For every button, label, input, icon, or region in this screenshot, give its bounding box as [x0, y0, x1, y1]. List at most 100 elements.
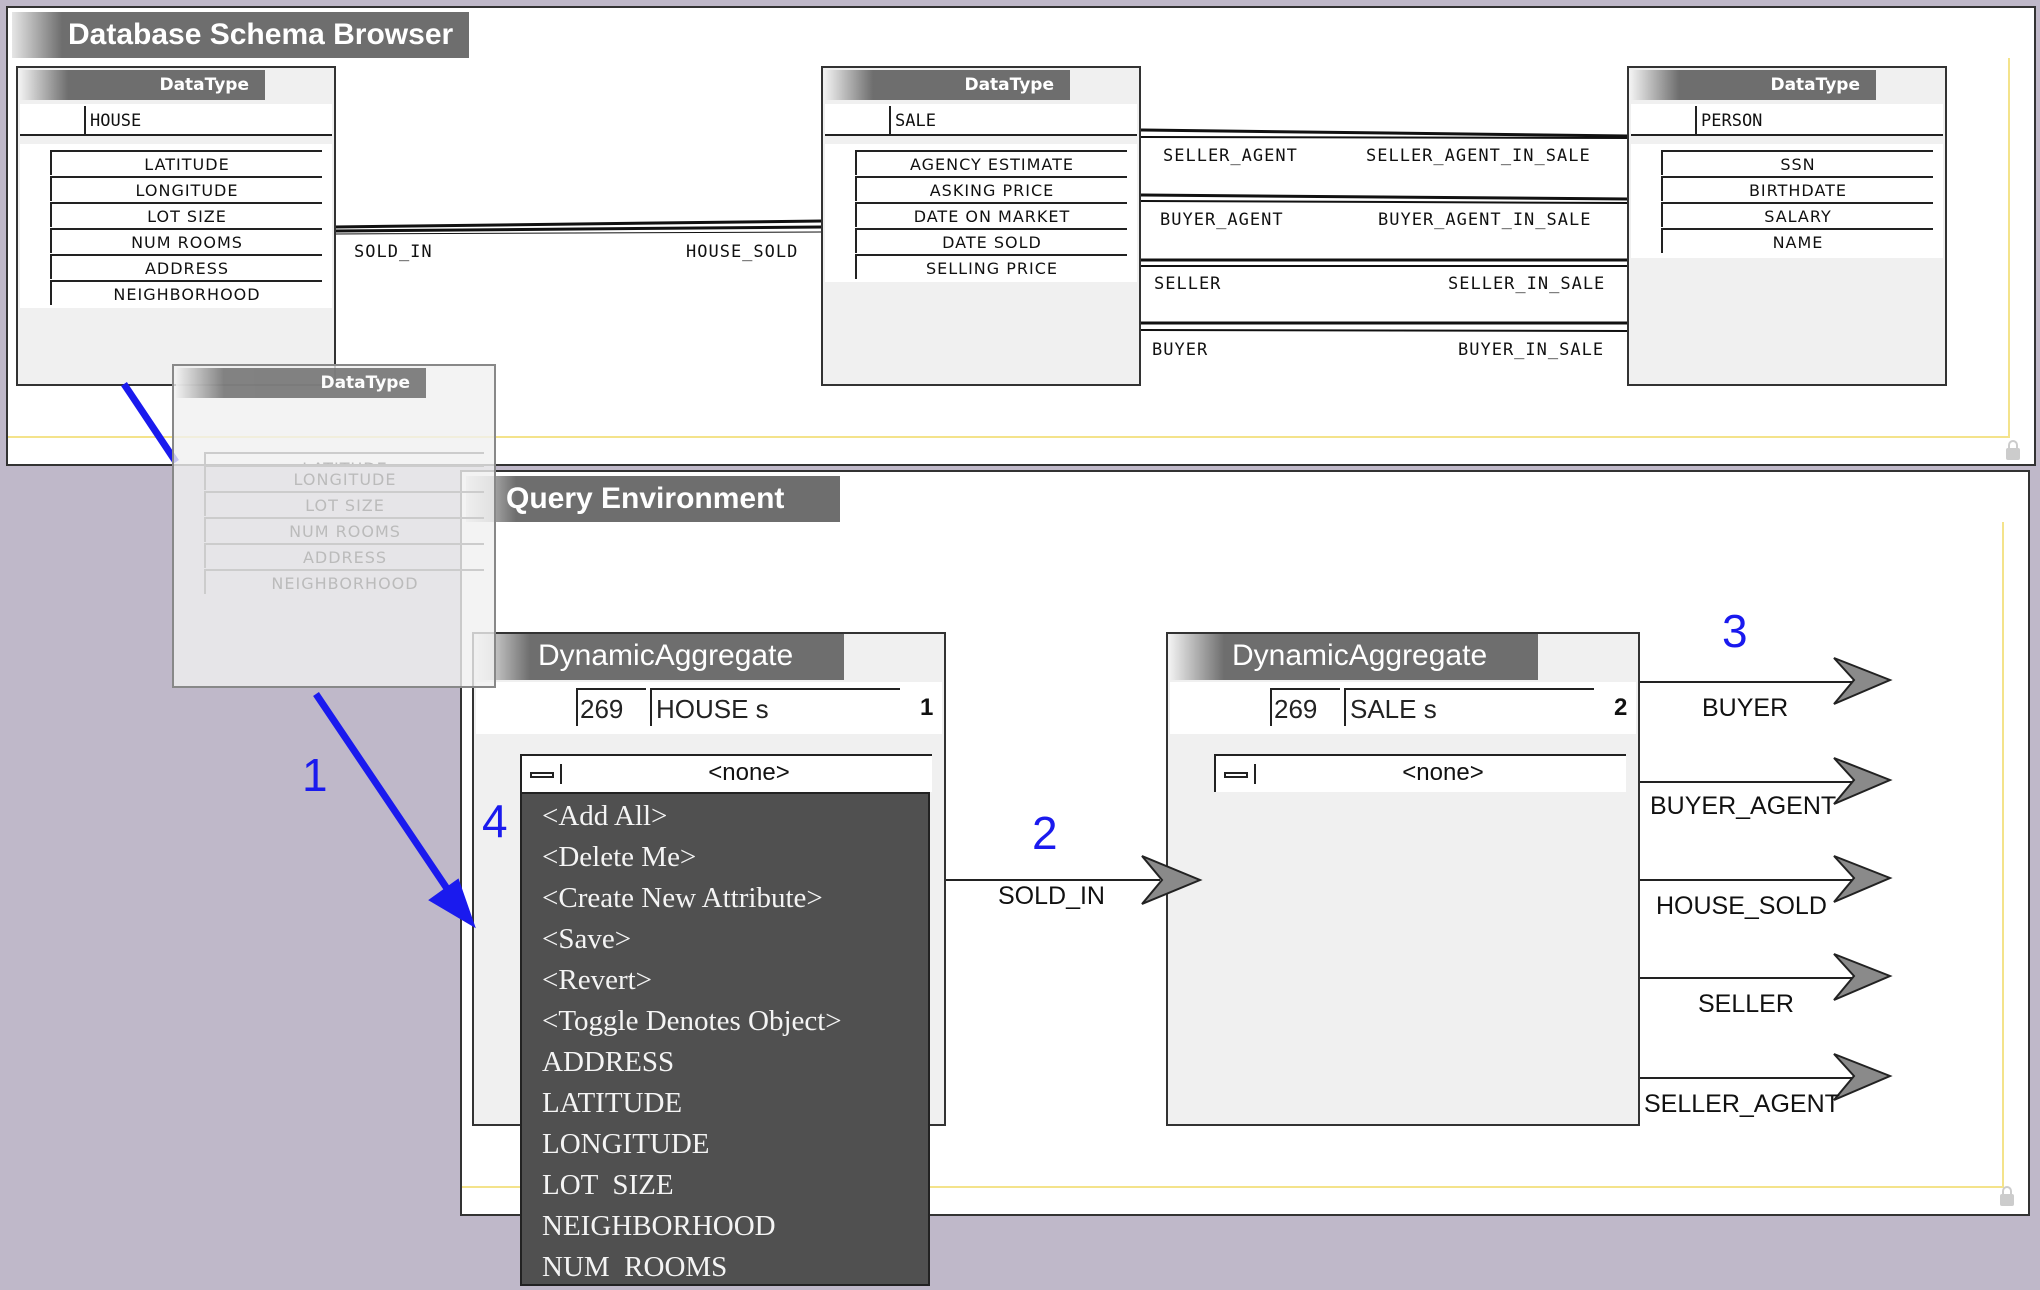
output-label-buyer-agent[interactable]: BUYER_AGENT [1650, 792, 1837, 820]
relation-line-sold-in [333, 231, 823, 235]
attribute-date-on-market[interactable]: DATE ON MARKET [855, 202, 1127, 227]
aggregate-number: 2 [1614, 694, 1628, 721]
relation-line-seller-agent [1139, 128, 1629, 138]
relation-line-buyer-agent [1139, 193, 1629, 201]
relation-label-seller: SELLER [1154, 274, 1222, 294]
relation-line-buyer-agent [1139, 200, 1629, 204]
relation-label-buyer-agent-in-sale: BUYER_AGENT_IN_SALE [1378, 210, 1592, 230]
relation-label-house-sold: HOUSE_SOLD [686, 242, 799, 262]
selector-menu-button[interactable] [526, 764, 562, 784]
menu-item-toggle-denotes-object[interactable]: <Toggle Denotes Object> [542, 1005, 842, 1037]
datatype-name[interactable]: SALE [889, 106, 1127, 134]
lock-icon[interactable] [2006, 440, 2020, 460]
menu-item-longitude[interactable]: LONGITUDE [542, 1128, 710, 1160]
relation-label-seller-agent-in-sale: SELLER_AGENT_IN_SALE [1366, 146, 1591, 166]
menu-item-delete-me[interactable]: <Delete Me> [542, 841, 697, 873]
menu-item-lot-size[interactable]: LOT SIZE [542, 1169, 674, 1201]
relation-label-buyer-in-sale: BUYER_IN_SALE [1458, 340, 1605, 360]
drag-arrowhead [428, 878, 476, 929]
menu-item-latitude[interactable]: LATITUDE [542, 1087, 683, 1119]
output-arrow-buyer-agent-head [1833, 757, 1893, 805]
menu-item-save[interactable]: <Save> [542, 923, 632, 955]
attribute-latitude: LATITUDE [204, 452, 484, 464]
drag-arrow-line [121, 382, 179, 464]
attribute-num-rooms[interactable]: NUM ROOMS [50, 228, 322, 253]
dynamic-aggregate-sale[interactable]: DynamicAggregate 269 SALE s 2 <none> [1166, 632, 1640, 1126]
output-label-seller[interactable]: SELLER [1698, 990, 1794, 1018]
menu-item-num-rooms[interactable]: NUM ROOMS [542, 1251, 728, 1283]
datatype-name-row: SALE [825, 104, 1137, 136]
attribute-num-rooms: NUM ROOMS [204, 517, 484, 542]
panel-guide-line [8, 436, 2010, 438]
datatype-header: DataType [1631, 70, 1876, 100]
datatype-person[interactable]: DataType PERSON SSN BIRTHDATE SALARY NAM… [1627, 66, 1947, 386]
attribute-list: SSN BIRTHDATE SALARY NAME [1631, 144, 1943, 258]
menu-item-revert[interactable]: <Revert> [542, 964, 653, 996]
panel-guide-line [2008, 58, 2010, 438]
attribute-dropdown-menu[interactable]: <Add All> <Delete Me> <Create New Attrib… [520, 792, 930, 1286]
attribute-address[interactable]: ADDRESS [50, 254, 322, 279]
attribute-neighborhood[interactable]: NEIGHBORHOOD [50, 280, 322, 305]
datatype-name-row: HOUSE [20, 104, 332, 136]
aggregate-count: 269 [1270, 688, 1340, 726]
attribute-neighborhood: NEIGHBORHOOD [204, 569, 484, 594]
datatype-house[interactable]: DataType HOUSE LATITUDE LONGITUDE LOT SI… [16, 66, 336, 386]
output-label-house-sold[interactable]: HOUSE_SOLD [1656, 892, 1827, 920]
relation-line-seller-agent [1139, 136, 1629, 139]
schema-relation-lines [333, 128, 1629, 332]
attribute-birthdate[interactable]: BIRTHDATE [1661, 176, 1933, 201]
panel-guide-line [462, 1186, 2004, 1188]
attribute-list: AGENCY ESTIMATE ASKING PRICE DATE ON MAR… [825, 144, 1137, 282]
attribute-longitude[interactable]: LONGITUDE [50, 176, 322, 201]
attribute-lot-size[interactable]: LOT SIZE [50, 202, 322, 227]
aggregate-count: 269 [576, 688, 646, 726]
attribute-latitude[interactable]: LATITUDE [50, 150, 322, 175]
datatype-name-row: PERSON [1631, 104, 1943, 136]
aggregate-number: 1 [920, 694, 934, 721]
attribute-salary[interactable]: SALARY [1661, 202, 1933, 227]
relation-label-sold-in: SOLD_IN [354, 242, 433, 262]
output-arrow-house-sold-head [1833, 855, 1893, 903]
datatype-sale[interactable]: DataType SALE AGENCY ESTIMATE ASKING PRI… [821, 66, 1141, 386]
output-label-buyer[interactable]: BUYER [1702, 694, 1789, 722]
attribute-selector[interactable]: <none> [520, 754, 932, 792]
selector-value: <none> [1402, 759, 1484, 786]
link-label-sold-in: SOLD_IN [998, 882, 1105, 910]
attribute-selling-price[interactable]: SELLING PRICE [855, 254, 1127, 279]
step-label-4: 4 [482, 795, 508, 847]
datatype-name[interactable]: HOUSE [84, 106, 322, 134]
attribute-ssn[interactable]: SSN [1661, 150, 1933, 175]
query-environment-title: Query Environment [466, 476, 840, 522]
menu-item-add-all[interactable]: <Add All> [542, 800, 668, 832]
aggregate-type[interactable]: HOUSE s [650, 688, 900, 726]
output-label-seller-agent[interactable]: SELLER_AGENT [1644, 1090, 1840, 1118]
menu-item-neighborhood[interactable]: NEIGHBORHOOD [542, 1210, 776, 1242]
panel-guide-line [2002, 522, 2004, 1188]
datatype-name[interactable]: PERSON [1695, 106, 1933, 134]
relation-line-sold-in [333, 219, 823, 229]
aggregate-type[interactable]: SALE s [1344, 688, 1594, 726]
menu-item-address[interactable]: ADDRESS [542, 1046, 675, 1078]
selector-value: <none> [708, 759, 790, 786]
attribute-list: LATITUDE LONGITUDE LOT SIZE NUM ROOMS AD… [20, 144, 332, 308]
attribute-asking-price[interactable]: ASKING PRICE [855, 176, 1127, 201]
menu-item-create-new-attribute[interactable]: <Create New Attribute> [542, 882, 823, 914]
lock-icon[interactable] [2000, 1186, 2014, 1206]
output-arrow-seller-head [1833, 953, 1893, 1001]
output-arrow-seller-agent-head [1833, 1053, 1893, 1101]
attribute-date-sold[interactable]: DATE SOLD [855, 228, 1127, 253]
aggregate-header: DynamicAggregate [1170, 634, 1538, 680]
drag-ghost-datatype[interactable]: DataType LATITUDE LONGITUDE LOT SIZE NUM… [172, 364, 496, 688]
attribute-agency-estimate[interactable]: AGENCY ESTIMATE [855, 150, 1127, 175]
relation-line-buyer [1139, 329, 1629, 332]
selector-menu-button[interactable] [1220, 764, 1256, 784]
sold-in-link-arrowhead [1141, 855, 1203, 905]
aggregate-header: DynamicAggregate [476, 634, 844, 680]
step-label-2: 2 [1032, 807, 1058, 859]
relation-label-seller-in-sale: SELLER_IN_SALE [1448, 274, 1606, 294]
attribute-longitude: LONGITUDE [204, 465, 484, 490]
attribute-selector[interactable]: <none> [1214, 754, 1626, 792]
relation-label-seller-agent: SELLER_AGENT [1163, 146, 1298, 166]
attribute-name[interactable]: NAME [1661, 228, 1933, 253]
